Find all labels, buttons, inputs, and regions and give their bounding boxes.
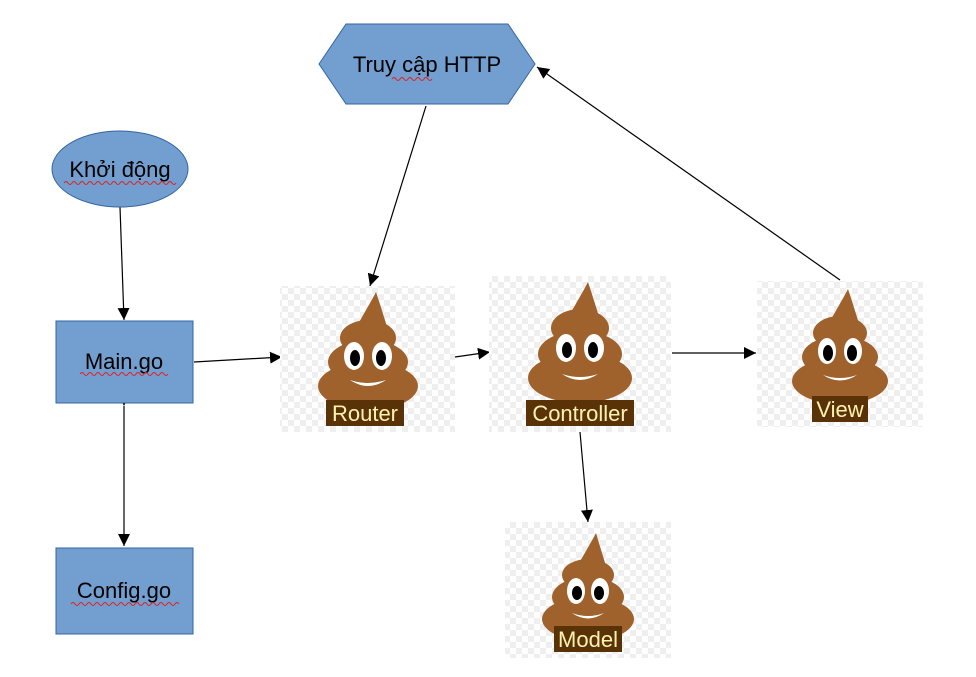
pile-of-poo-icon (318, 292, 418, 410)
spellcheck-underline (391, 77, 433, 81)
node-controller-label: Controller (532, 401, 627, 426)
edge-router-to-controller (454, 347, 491, 360)
edge-khoi-dong-to-main (117, 206, 130, 321)
spellcheck-underline (63, 181, 177, 185)
spellcheck-underline (79, 372, 169, 376)
pile-of-poo-icon (528, 282, 632, 403)
edge-view-to-http (536, 66, 841, 281)
pile-of-poo-icon (792, 289, 888, 404)
node-khoi-dong-label: Khởi động (69, 157, 170, 182)
node-model-label: Model (558, 627, 618, 652)
node-view: View (757, 281, 923, 427)
edge-http-to-router (367, 105, 427, 287)
node-model: Model (505, 522, 671, 658)
node-config-go: Config.go (55, 547, 194, 635)
edge-main-to-router (193, 351, 283, 364)
spellcheck-underline (70, 602, 180, 606)
node-controller: Controller (489, 276, 671, 432)
node-truy-cap-http-label: Truy cập HTTP (353, 52, 501, 77)
node-main-go-label: Main.go (85, 349, 163, 374)
node-truy-cap-http: Truy cập HTTP (318, 23, 536, 105)
edges (117, 66, 841, 546)
edge-controller-model (572, 419, 593, 523)
node-router-label: Router (332, 401, 398, 426)
node-main-go: Main.go (55, 320, 194, 404)
node-view-label: View (816, 397, 863, 422)
node-config-go-label: Config.go (77, 578, 171, 603)
node-khoi-dong: Khởi động (51, 130, 189, 208)
node-router: Router (280, 286, 455, 432)
